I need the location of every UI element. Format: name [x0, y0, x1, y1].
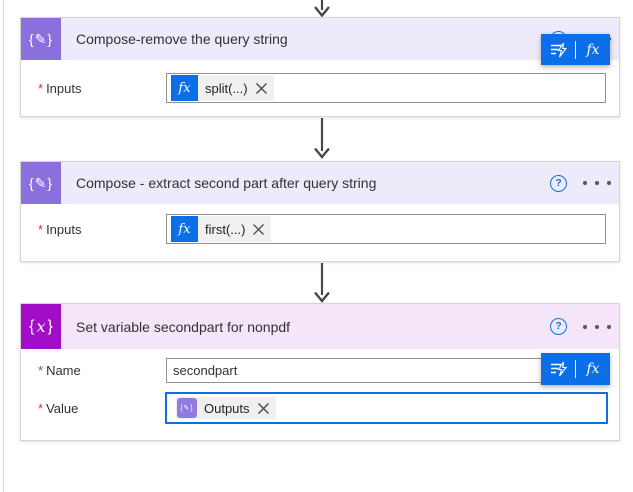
expression-button[interactable]: fx — [576, 34, 610, 65]
inputs-field[interactable]: fx split(...) — [166, 73, 606, 103]
fx-token-icon: fx — [171, 75, 198, 101]
expression-token[interactable]: fx split(...) — [171, 75, 274, 101]
compose-action-icon: {✎} — [21, 162, 61, 204]
required-asterisk: * — [38, 80, 44, 96]
action-card-set-variable-secondpart: {x} Set variable secondpart for nonpdf ?… — [20, 303, 620, 441]
more-actions-icon[interactable] — [583, 181, 611, 185]
field-label: * Value — [38, 392, 78, 424]
variable-brace-right: } — [47, 317, 53, 335]
compose-glyph: {✎} — [28, 30, 54, 47]
dynamic-content-toolbar: fx — [541, 353, 610, 385]
required-asterisk: * — [38, 221, 44, 237]
expression-button[interactable]: fx — [576, 353, 610, 385]
action-title: Compose - extract second part after quer… — [76, 175, 377, 191]
help-icon[interactable]: ? — [550, 318, 567, 335]
field-label: * Inputs — [38, 73, 81, 103]
fx-token-icon: fx — [171, 216, 198, 242]
remove-token-icon[interactable] — [251, 222, 266, 237]
outputs-token[interactable]: {✎} Outputs — [176, 397, 276, 419]
action-card-header[interactable]: {x} Set variable secondpart for nonpdf ? — [21, 304, 619, 349]
action-card-compose-extract-second-part: {✎} Compose - extract second part after … — [20, 161, 620, 262]
toolbar-divider — [575, 360, 576, 378]
compose-action-icon: {✎} — [21, 18, 61, 60]
connector-arrow — [314, 263, 330, 303]
more-actions-icon[interactable] — [583, 325, 611, 329]
required-asterisk: * — [38, 363, 44, 378]
toolbar-divider — [575, 40, 576, 59]
variable-name-value: secondpart — [173, 363, 238, 378]
expression-token[interactable]: fx first(...) — [171, 216, 272, 242]
token-label: split(...) — [205, 80, 248, 96]
set-variable-action-icon: {x} — [21, 304, 61, 349]
action-card-compose-remove-query-string: {✎} Compose-remove the query string ? fx… — [20, 17, 620, 117]
connector-arrow — [314, 118, 330, 159]
token-label: first(...) — [205, 221, 246, 237]
connector-arrow — [314, 0, 330, 17]
required-asterisk: * — [38, 400, 44, 416]
dynamic-content-lightning-icon — [551, 42, 568, 57]
variable-value-field[interactable]: {✎} Outputs — [165, 392, 608, 424]
inputs-field[interactable]: fx first(...) — [166, 214, 606, 244]
field-label-text: Value — [46, 400, 79, 416]
dynamic-content-lightning-icon — [551, 361, 568, 377]
canvas-left-edge — [3, 0, 4, 492]
field-label-text: Inputs — [46, 221, 82, 237]
variable-name-field[interactable]: secondpart — [166, 358, 606, 383]
field-label-text: Name — [46, 363, 81, 378]
action-card-header[interactable]: {✎} Compose - extract second part after … — [21, 162, 619, 204]
action-title: Compose-remove the query string — [76, 31, 288, 47]
remove-token-icon[interactable] — [254, 81, 269, 96]
action-card-header[interactable]: {✎} Compose-remove the query string ? fx — [21, 18, 619, 65]
field-label-text: Inputs — [46, 80, 82, 96]
fx-icon: fx — [586, 41, 600, 58]
add-dynamic-content-button[interactable] — [541, 353, 575, 385]
compose-glyph: {✎} — [28, 174, 54, 191]
variable-x-glyph: x — [36, 317, 46, 336]
field-label: * Name — [38, 358, 81, 383]
field-label: * Inputs — [38, 214, 81, 244]
compose-outputs-token-icon: {✎} — [177, 398, 197, 418]
remove-token-icon[interactable] — [256, 401, 271, 416]
dynamic-content-toolbar: fx — [541, 34, 610, 65]
action-title: Set variable secondpart for nonpdf — [76, 318, 291, 335]
help-icon[interactable]: ? — [550, 175, 567, 192]
fx-icon: fx — [586, 361, 600, 377]
token-label: Outputs — [204, 400, 250, 416]
add-dynamic-content-button[interactable] — [541, 34, 575, 65]
variable-brace-left: { — [29, 317, 35, 335]
